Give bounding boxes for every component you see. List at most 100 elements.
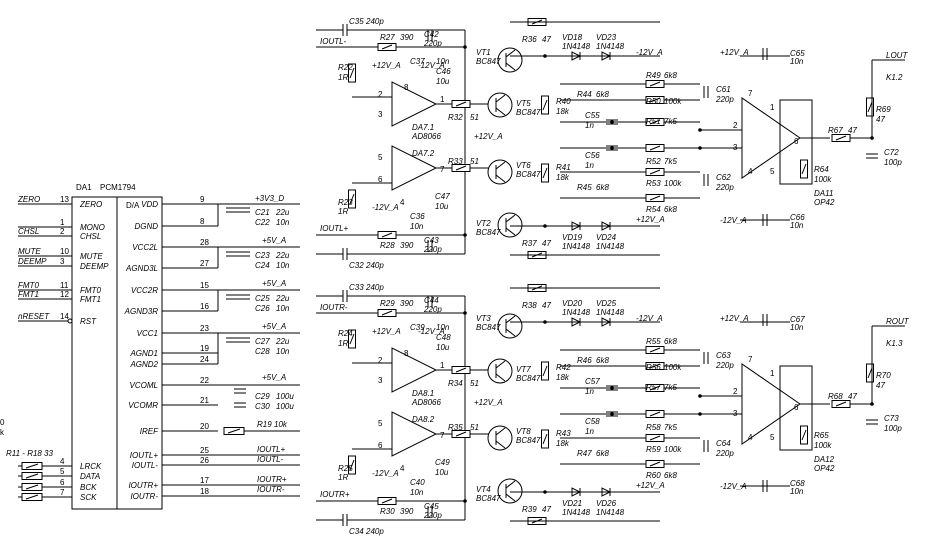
schematic-label: C61 [716, 85, 731, 94]
schematic-label: 10n [276, 261, 290, 270]
schematic-label: 3 [378, 376, 383, 385]
junction-dot [610, 120, 614, 124]
schematic-label: +5V_A [262, 236, 286, 245]
schematic-label: 1R [338, 207, 348, 216]
transistor-symbol [497, 478, 523, 504]
schematic-label: 4 [400, 464, 405, 473]
schematic-label: 13 [60, 195, 69, 204]
schematic-label: C47 [435, 192, 450, 201]
schematic-label: 1N4148 [562, 242, 591, 251]
schematic-label: +12V_A [720, 48, 749, 57]
schematic-label: +12V_A [474, 132, 503, 141]
transistor-symbol [487, 159, 513, 185]
schematic-label: 23 [200, 324, 209, 333]
schematic-label: 100u [276, 392, 294, 401]
schematic-label: MUTE [80, 252, 103, 261]
schematic-label: 1N4148 [562, 508, 591, 517]
schematic-label: C35 [349, 17, 364, 26]
schematic-label: 10 [60, 247, 69, 256]
schematic-label: C28 [255, 347, 270, 356]
schematic-label: R41 [556, 163, 571, 172]
schematic-label: R50 [646, 97, 661, 106]
schematic-label: 6 [60, 478, 65, 487]
opamp-symbol [391, 81, 438, 127]
schematic-label: 16 [200, 302, 209, 311]
schematic-label: nRESET [18, 312, 50, 321]
schematic-label: 240p [365, 261, 384, 270]
schematic-label: 24 [200, 355, 209, 364]
schematic-label: 47 [876, 381, 885, 390]
schematic-label: 1 [770, 369, 775, 378]
schematic-label: 17 [200, 476, 209, 485]
schematic-label: 1N4148 [596, 42, 625, 51]
schematic-label: C46 [436, 67, 451, 76]
schematic-label: VT2 [476, 219, 491, 228]
schematic-label: 390 [400, 507, 414, 516]
schematic-label: C37 [410, 57, 425, 66]
schematic-label: 14 [60, 312, 69, 321]
schematic-label: 5 [60, 467, 65, 476]
schematic-label: FMT1 [80, 295, 101, 304]
schematic-label: 100k [664, 97, 682, 106]
schematic-label: 3 [60, 257, 65, 266]
schematic-label: +12V_A [372, 61, 401, 70]
schematic-label: AD8066 [411, 398, 441, 407]
schematic-label: 33 [44, 449, 53, 458]
schematic-label: AD8066 [411, 132, 441, 141]
schematic-label: DA8.2 [412, 415, 435, 424]
schematic-label: C33 [349, 283, 364, 292]
schematic-label: C72 [884, 148, 899, 157]
schematic-label: R39 [522, 505, 537, 514]
schematic-label: 47 [542, 505, 551, 514]
schematic-label: 1N4148 [562, 42, 591, 51]
schematic-label: 100k [664, 179, 682, 188]
junction-dot [610, 386, 614, 390]
schematic-label: 1N4148 [596, 308, 625, 317]
schematic-label: 1n [585, 121, 594, 130]
schematic-label: VCC2L [132, 243, 158, 252]
schematic-label: 220p [715, 183, 734, 192]
schematic-label: 22u [275, 337, 290, 346]
schematic-label: VD18 [562, 33, 583, 42]
schematic-label: +12V_A [474, 398, 503, 407]
schematic-label: 100u [276, 402, 294, 411]
schematic-label: 10n [276, 347, 290, 356]
schematic-label: VT6 [516, 161, 531, 170]
schematic-label: MUTE [18, 247, 41, 256]
schematic-label: C27 [255, 337, 270, 346]
schematic-label: VCC2R [131, 286, 158, 295]
schematic-label: MONO [80, 223, 105, 232]
schematic-label: 1R [338, 339, 348, 348]
schematic-label: C22 [255, 218, 270, 227]
schematic-label: 220p [423, 511, 442, 520]
schematic-label: 1 [770, 103, 775, 112]
schematic-label: 220p [423, 245, 442, 254]
schematic-label: C62 [716, 173, 731, 182]
schematic-label: 4 [748, 167, 753, 176]
schematic-label: R43 [556, 429, 571, 438]
schematic-label: 18 [200, 487, 209, 496]
schematic-label: 10n [410, 222, 424, 231]
schematic-label: +12V_A [720, 314, 749, 323]
schematic-label: IOUTL- [320, 37, 347, 46]
schematic-label: C55 [585, 111, 600, 120]
schematic-label: C73 [884, 414, 899, 423]
schematic-label: 1R [338, 73, 348, 82]
schematic-label: R24 [338, 329, 353, 338]
schematic-label: R57 [646, 383, 661, 392]
schematic-label: -12V_A [720, 482, 747, 491]
schematic-label: 10k [274, 420, 288, 429]
schematic-label: DA11 [814, 189, 833, 198]
schematic-label: 10n [790, 221, 804, 230]
schematic-label: 26 [200, 456, 209, 465]
schematic-label: BC847 [516, 374, 541, 383]
junction-dot [870, 136, 874, 140]
schematic-label: VD24 [596, 233, 617, 242]
schematic-label: 1 [440, 95, 445, 104]
schematic-label: C25 [255, 294, 270, 303]
schematic-label: 7 [440, 165, 445, 174]
schematic-label: OP42 [814, 198, 835, 207]
schematic-label: IOUTL- [257, 455, 284, 464]
schematic-label: 100k [814, 441, 832, 450]
